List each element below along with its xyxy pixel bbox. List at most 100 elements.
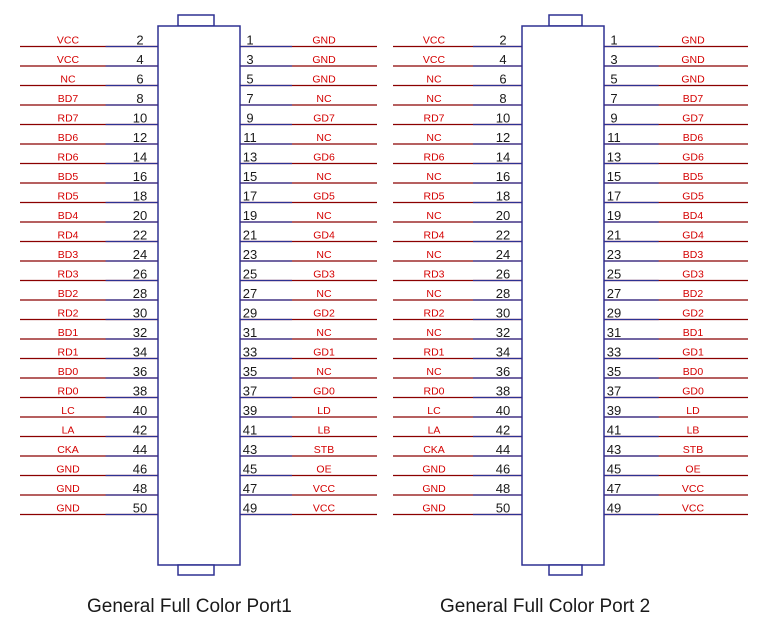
left-pin-number: 10 — [133, 111, 147, 126]
right-signal-label: GD4 — [313, 230, 335, 242]
right-pin-number: 27 — [243, 286, 257, 301]
right-signal-label: GD7 — [682, 113, 704, 125]
left-signal-label: NC — [426, 288, 442, 300]
port2-caption: General Full Color Port 2 — [440, 596, 651, 617]
right-signal-label: STB — [314, 444, 334, 456]
left-signal-label: RD6 — [57, 152, 78, 164]
right-pin-number: 19 — [607, 208, 621, 223]
right-pin-number: 3 — [610, 52, 617, 67]
left-pin-number: 16 — [133, 169, 147, 184]
left-pin-number: 12 — [133, 130, 147, 145]
right-pin-number: 7 — [610, 91, 617, 106]
right-pin-number: 5 — [610, 72, 617, 87]
right-signal-label: GD5 — [313, 191, 335, 203]
right-signal-label: GD6 — [313, 152, 335, 164]
right-signal-label: GD0 — [313, 386, 335, 398]
right-signal-label: LB — [687, 425, 700, 437]
left-pin-number: 34 — [496, 345, 510, 360]
left-signal-label: LC — [427, 405, 441, 417]
right-pin-number: 43 — [243, 442, 257, 457]
left-pin-number: 48 — [496, 481, 510, 496]
left-pin-number: 26 — [496, 267, 510, 282]
right-signal-label: GND — [681, 35, 705, 47]
right-signal-label: BD3 — [683, 249, 704, 261]
left-signal-label: LC — [61, 405, 75, 417]
right-pin-number: 39 — [243, 403, 257, 418]
left-signal-label: GND — [56, 483, 80, 495]
right-signal-label: LD — [686, 405, 700, 417]
left-pin-number: 38 — [496, 384, 510, 399]
right-pin-number: 49 — [607, 501, 621, 516]
connector-top-tab — [177, 14, 215, 27]
left-signal-label: RD5 — [57, 191, 78, 203]
right-pin-number: 23 — [607, 247, 621, 262]
right-pin-number: 45 — [607, 462, 621, 477]
right-signal-label: GD7 — [313, 113, 335, 125]
left-pin-number: 2 — [499, 33, 506, 48]
left-signal-label: RD1 — [423, 347, 444, 359]
left-signal-label: CKA — [423, 444, 445, 456]
right-signal-label: GD3 — [313, 269, 335, 281]
left-pin-number: 12 — [496, 130, 510, 145]
left-pin-number: 44 — [133, 442, 147, 457]
left-signal-label: RD5 — [423, 191, 444, 203]
right-signal-label: GD6 — [682, 152, 704, 164]
left-pin-number: 26 — [133, 267, 147, 282]
left-pin-number: 22 — [133, 228, 147, 243]
right-signal-label: OE — [685, 464, 700, 476]
left-signal-label: GND — [56, 464, 80, 476]
left-pin-number: 10 — [496, 111, 510, 126]
right-pin-number: 49 — [243, 501, 257, 516]
right-signal-label: GND — [681, 54, 705, 66]
left-signal-label: LA — [62, 425, 75, 437]
left-pin-number: 50 — [133, 501, 147, 516]
left-pin-number: 14 — [496, 150, 510, 165]
left-signal-label: NC — [426, 74, 442, 86]
left-pin-number: 18 — [496, 189, 510, 204]
left-signal-label: BD5 — [58, 171, 79, 183]
left-pin-number: 22 — [496, 228, 510, 243]
right-pin-number: 41 — [243, 423, 257, 438]
left-pin-number: 30 — [496, 306, 510, 321]
right-pin-number: 25 — [607, 267, 621, 282]
left-pin-number: 28 — [133, 286, 147, 301]
right-signal-label: BD5 — [683, 171, 704, 183]
right-signal-label: GND — [681, 74, 705, 86]
right-pin-number: 35 — [243, 364, 257, 379]
right-pin-number: 15 — [243, 169, 257, 184]
right-signal-label: BD0 — [683, 366, 704, 378]
right-signal-label: BD7 — [683, 93, 704, 105]
left-pin-number: 4 — [136, 52, 143, 67]
port1-caption: General Full Color Port1 — [87, 596, 292, 617]
left-signal-label: VCC — [423, 35, 446, 47]
left-pin-number: 14 — [133, 150, 147, 165]
right-pin-number: 45 — [243, 462, 257, 477]
right-signal-label: STB — [683, 444, 703, 456]
right-pin-number: 47 — [243, 481, 257, 496]
left-pin-number: 32 — [133, 325, 147, 340]
right-pin-number: 31 — [607, 325, 621, 340]
right-signal-label: GD1 — [313, 347, 335, 359]
left-pin-number: 4 — [499, 52, 506, 67]
left-signal-label: NC — [426, 93, 442, 105]
left-signal-label: BD1 — [58, 327, 79, 339]
right-pin-number: 13 — [243, 150, 257, 165]
left-pin-number: 16 — [496, 169, 510, 184]
right-pin-number: 43 — [607, 442, 621, 457]
right-pin-number: 7 — [246, 91, 253, 106]
left-pin-number: 24 — [133, 247, 147, 262]
right-signal-label: VCC — [682, 503, 705, 515]
left-pin-number: 46 — [133, 462, 147, 477]
left-pin-number: 38 — [133, 384, 147, 399]
left-signal-label: RD1 — [57, 347, 78, 359]
right-pin-number: 11 — [607, 130, 621, 145]
left-signal-label: RD0 — [423, 386, 444, 398]
left-signal-label: CKA — [57, 444, 79, 456]
right-signal-label: GD3 — [682, 269, 704, 281]
right-signal-label: GND — [312, 54, 336, 66]
right-signal-label: GD5 — [682, 191, 704, 203]
right-signal-label: BD6 — [683, 132, 704, 144]
right-pin-number: 9 — [610, 111, 617, 126]
